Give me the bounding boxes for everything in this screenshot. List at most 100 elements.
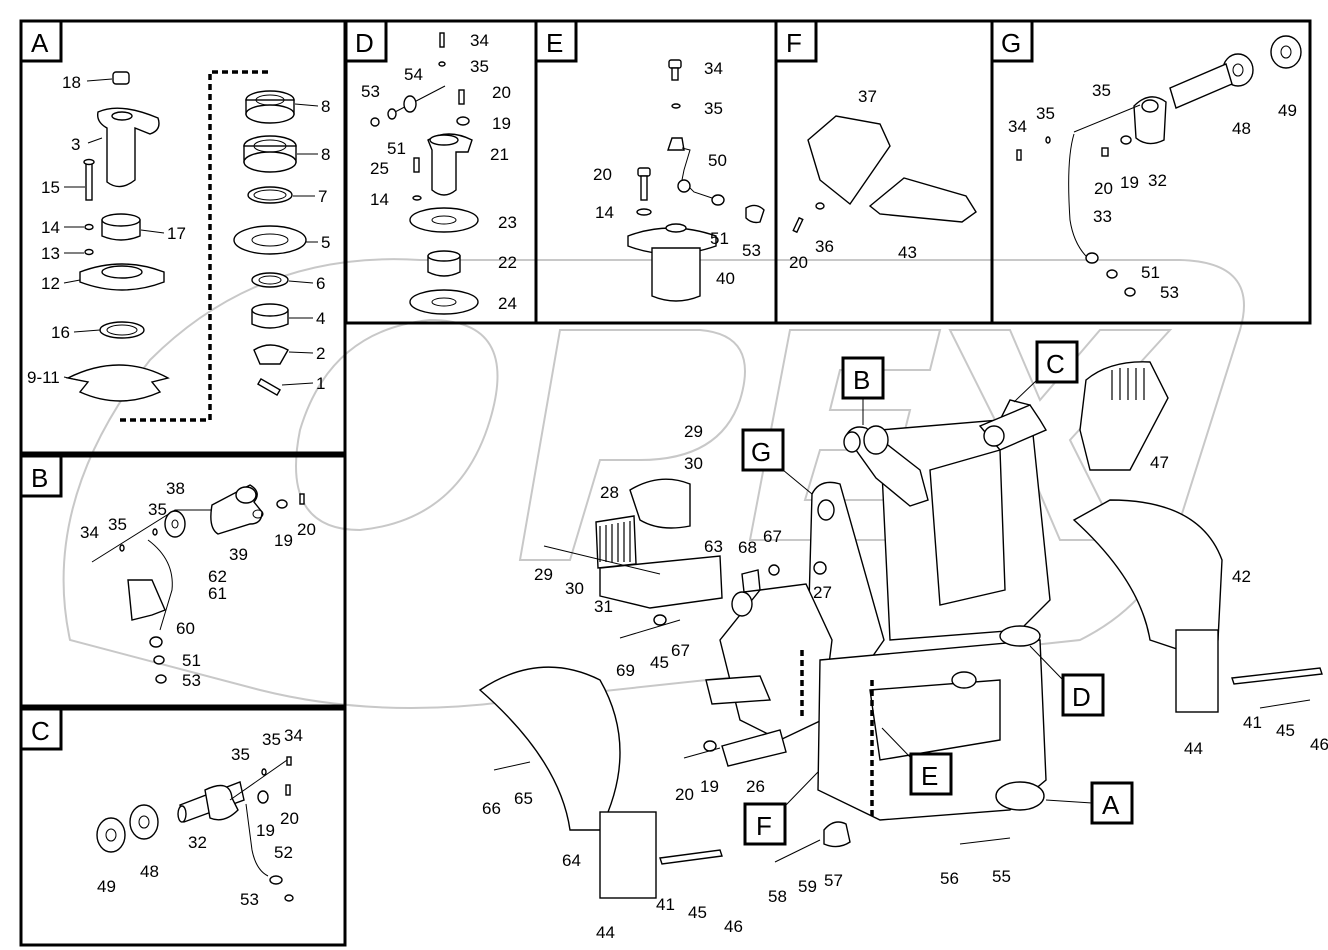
svg-text:C: C: [31, 716, 50, 746]
part-label: 20: [280, 809, 299, 828]
part-label: 50: [708, 151, 727, 170]
main-labels: 29 30 28 47 42 63 68 67 29 30 31 27 69 4…: [482, 422, 1328, 942]
part-label: 20: [1094, 179, 1113, 198]
panel-c-drawing: [96, 756, 294, 902]
part-label: 67: [763, 527, 782, 546]
panel-f-label: F: [774, 19, 818, 63]
part-label: 53: [361, 82, 380, 101]
part-label: 18: [62, 73, 81, 92]
part-label: 30: [684, 454, 703, 473]
part-label: 26: [746, 777, 765, 796]
part-label: 20: [675, 785, 694, 804]
panel-g-label: G: [990, 19, 1034, 63]
part-label: 64: [562, 851, 581, 870]
part-label: 63: [704, 537, 723, 556]
part-label: 35: [148, 500, 167, 519]
panel-b-drawing: [91, 484, 305, 684]
part-label: 48: [1232, 119, 1251, 138]
part-label: 15: [41, 178, 60, 197]
part-label: 19: [700, 777, 719, 796]
panel-a-drawing: [65, 70, 307, 422]
panel-f-drawing: [792, 115, 977, 234]
svg-text:D: D: [1072, 682, 1091, 712]
part-label: 20: [789, 253, 808, 272]
panel-a-labels: 18 3 15 14 17 13 12 16 9-11 8 8 7 5 6 4 …: [27, 73, 330, 393]
part-label: 35: [1036, 104, 1055, 123]
part-label: 67: [671, 641, 690, 660]
svg-text:G: G: [1001, 28, 1021, 58]
part-label: 14: [595, 203, 614, 222]
part-label: 45: [650, 653, 669, 672]
part-label: 58: [768, 887, 787, 906]
svg-text:C: C: [1046, 349, 1065, 379]
main-assembly-drawing: [478, 361, 1323, 899]
part-label: 39: [229, 545, 248, 564]
svg-text:E: E: [546, 28, 563, 58]
part-label: 34: [80, 523, 99, 542]
part-label: 21: [490, 145, 509, 164]
panel-a-label: A: [19, 19, 63, 63]
part-label: 28: [600, 483, 619, 502]
callout-g: G: [741, 428, 813, 495]
part-label: 1: [316, 374, 325, 393]
part-label: 4: [316, 309, 325, 328]
part-label: 8: [321, 145, 330, 164]
part-label: 60: [176, 619, 195, 638]
part-label: 34: [470, 31, 489, 50]
part-label: 62: [208, 567, 227, 586]
part-label: 43: [898, 243, 917, 262]
part-label: 20: [492, 83, 511, 102]
panel-c-labels: 35 35 34 32 19 20 49 48 52 53: [97, 726, 303, 909]
part-label: 14: [370, 190, 389, 209]
part-label: 37: [858, 87, 877, 106]
part-label: 53: [742, 241, 761, 260]
part-label: 22: [498, 253, 517, 272]
part-label: 19: [492, 114, 511, 133]
svg-text:D: D: [355, 28, 374, 58]
panel-d-label: D: [344, 19, 388, 63]
part-label: 6: [316, 274, 325, 293]
svg-text:A: A: [31, 28, 49, 58]
part-label: 7: [318, 187, 327, 206]
part-label: 31: [594, 597, 613, 616]
part-label: 35: [704, 99, 723, 118]
part-label: 23: [498, 213, 517, 232]
part-label: 49: [97, 877, 116, 896]
part-label: 51: [710, 229, 729, 248]
callout-d: D: [1029, 645, 1105, 717]
part-label: 61: [208, 584, 227, 603]
part-label: 29: [534, 565, 553, 584]
part-label: 13: [41, 244, 60, 263]
part-label: 42: [1232, 567, 1251, 586]
part-label: 27: [813, 583, 832, 602]
callout-a: A: [1045, 781, 1134, 825]
part-label: 51: [182, 651, 201, 670]
part-label: 40: [716, 269, 735, 288]
part-label: 8: [321, 97, 330, 116]
callout-e: E: [881, 727, 953, 796]
callout-b: B: [841, 356, 885, 425]
part-label: 54: [404, 65, 423, 84]
part-label: 9-11: [27, 368, 60, 387]
svg-text:E: E: [921, 761, 938, 791]
part-label: 36: [815, 237, 834, 256]
part-label: 16: [51, 323, 70, 342]
part-label: 29: [684, 422, 703, 441]
part-label: 19: [256, 821, 275, 840]
part-label: 66: [482, 799, 501, 818]
part-label: 34: [1008, 117, 1027, 136]
main-callouts: B C G D E A F: [741, 340, 1134, 846]
part-label: 38: [166, 479, 185, 498]
part-label: 51: [387, 139, 406, 158]
panel-d-drawing: [370, 32, 479, 315]
part-label: 19: [274, 531, 293, 550]
part-label: 55: [992, 867, 1011, 886]
part-label: 41: [656, 895, 675, 914]
part-label: 53: [1160, 283, 1179, 302]
part-label: 14: [41, 218, 60, 237]
part-label: 33: [1093, 207, 1112, 226]
part-label: 3: [71, 135, 80, 154]
part-label: 34: [704, 59, 723, 78]
panel-g-drawing: [1016, 35, 1302, 297]
part-label: 41: [1243, 713, 1262, 732]
